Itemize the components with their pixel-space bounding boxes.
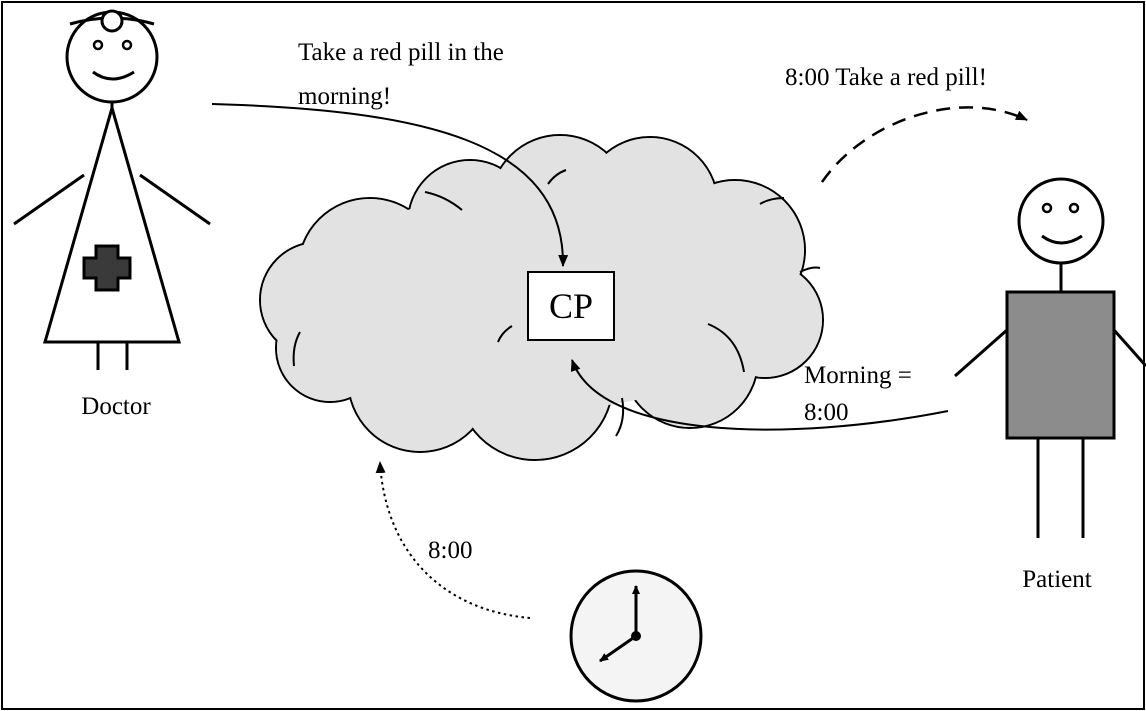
patient-eye-left bbox=[1041, 202, 1053, 214]
clock-message: 8:00 bbox=[428, 537, 472, 564]
patient-body bbox=[1005, 290, 1116, 440]
doctor-coat bbox=[43, 102, 181, 344]
doctor-arm-left bbox=[13, 173, 85, 226]
clock-icon bbox=[569, 569, 703, 703]
doctor-arm-right bbox=[139, 173, 211, 226]
patient-label: Patient bbox=[1022, 566, 1091, 593]
patient-message-line2: 8:00 bbox=[804, 399, 848, 426]
patient-head bbox=[1017, 177, 1105, 265]
clock-hour-hand bbox=[599, 634, 637, 663]
cp-node: CP bbox=[527, 271, 615, 341]
patient-figure bbox=[954, 177, 1146, 538]
patient-to-cp-arrow bbox=[570, 359, 949, 431]
doctor-message-line2: morning! bbox=[298, 83, 391, 110]
notify-patient-arrow bbox=[820, 106, 1028, 183]
doctor-figure bbox=[13, 9, 211, 370]
notify-message: 8:00 Take a red pill! bbox=[785, 64, 987, 91]
doctor-smile bbox=[92, 70, 135, 81]
doctor-to-cp-arrow bbox=[211, 103, 569, 267]
patient-eye-right bbox=[1068, 202, 1080, 214]
doctor-head-mirror-icon bbox=[100, 9, 124, 33]
cp-box bbox=[527, 271, 615, 341]
doctor-label: Doctor bbox=[81, 393, 151, 420]
doctor-message-line1: Take a red pill in the bbox=[298, 39, 504, 66]
cp-label: CP bbox=[549, 286, 593, 326]
patient-arm-right bbox=[1112, 329, 1146, 367]
clock-center bbox=[631, 631, 641, 641]
doctor-cross-icon bbox=[82, 244, 132, 292]
patient-message-line1: Morning = bbox=[804, 362, 912, 389]
patient-smile bbox=[1041, 234, 1083, 245]
doctor-eye-left bbox=[92, 39, 104, 51]
cloud-shape bbox=[259, 134, 824, 461]
clock-to-cloud-arrow bbox=[375, 461, 531, 619]
patient-arm-left bbox=[954, 328, 1008, 378]
doctor-eye-right bbox=[121, 39, 133, 51]
